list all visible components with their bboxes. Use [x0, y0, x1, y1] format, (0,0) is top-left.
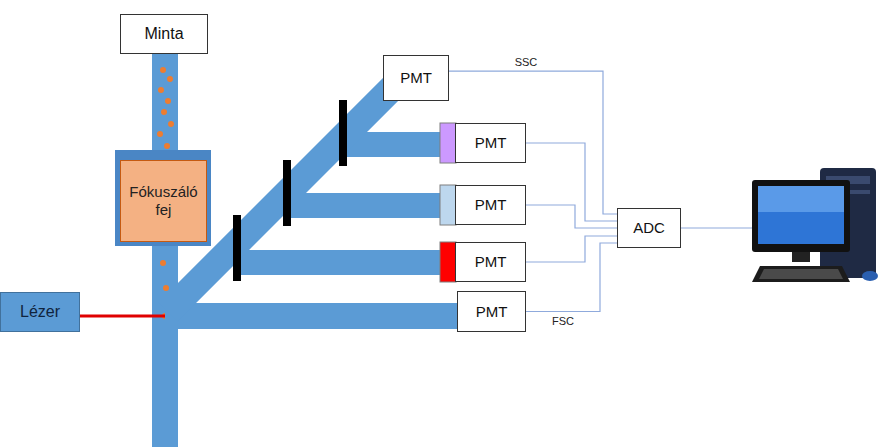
- node-label: PMT: [471, 134, 511, 152]
- blue-filter: [440, 185, 456, 225]
- violet-filter: [440, 123, 456, 163]
- pmt-detector: PMT: [455, 242, 526, 282]
- node-label: PMT: [472, 303, 512, 321]
- dichroic-mirrors: [233, 100, 347, 281]
- node-label: ADC: [629, 219, 669, 237]
- pmt-detector: PMT: [455, 123, 526, 163]
- sample-box: Minta: [120, 14, 208, 54]
- signal-wire: [526, 205, 617, 228]
- pmt-detector: PMT: [457, 291, 526, 332]
- data-wire: [680, 227, 752, 228]
- focusing-head: Fókuszáló fej: [120, 160, 207, 242]
- laser-box: Lézer: [0, 292, 80, 332]
- focusing-frame: [115, 150, 211, 246]
- node-label: PMT: [471, 253, 511, 271]
- computer-icon: [752, 168, 878, 282]
- node-label: Minta: [140, 24, 187, 43]
- pmt-detector: PMT: [455, 185, 526, 225]
- node-label: Lézer: [16, 302, 64, 321]
- node-label: Fókuszáló fej: [121, 183, 206, 219]
- node-label: PMT: [471, 196, 511, 214]
- red-filter: [440, 242, 456, 282]
- signal-name: FSC: [550, 315, 576, 327]
- signal-wire: [526, 243, 617, 312]
- signal-wire: [526, 143, 617, 221]
- node-label: PMT: [396, 69, 436, 87]
- adc-box: ADC: [617, 208, 681, 248]
- laser-beam: [80, 315, 165, 318]
- pmt-detector: PMT: [383, 55, 449, 101]
- flow-channel: [152, 54, 178, 447]
- signal-name: SSC: [513, 56, 540, 68]
- signal-wire: [526, 236, 617, 262]
